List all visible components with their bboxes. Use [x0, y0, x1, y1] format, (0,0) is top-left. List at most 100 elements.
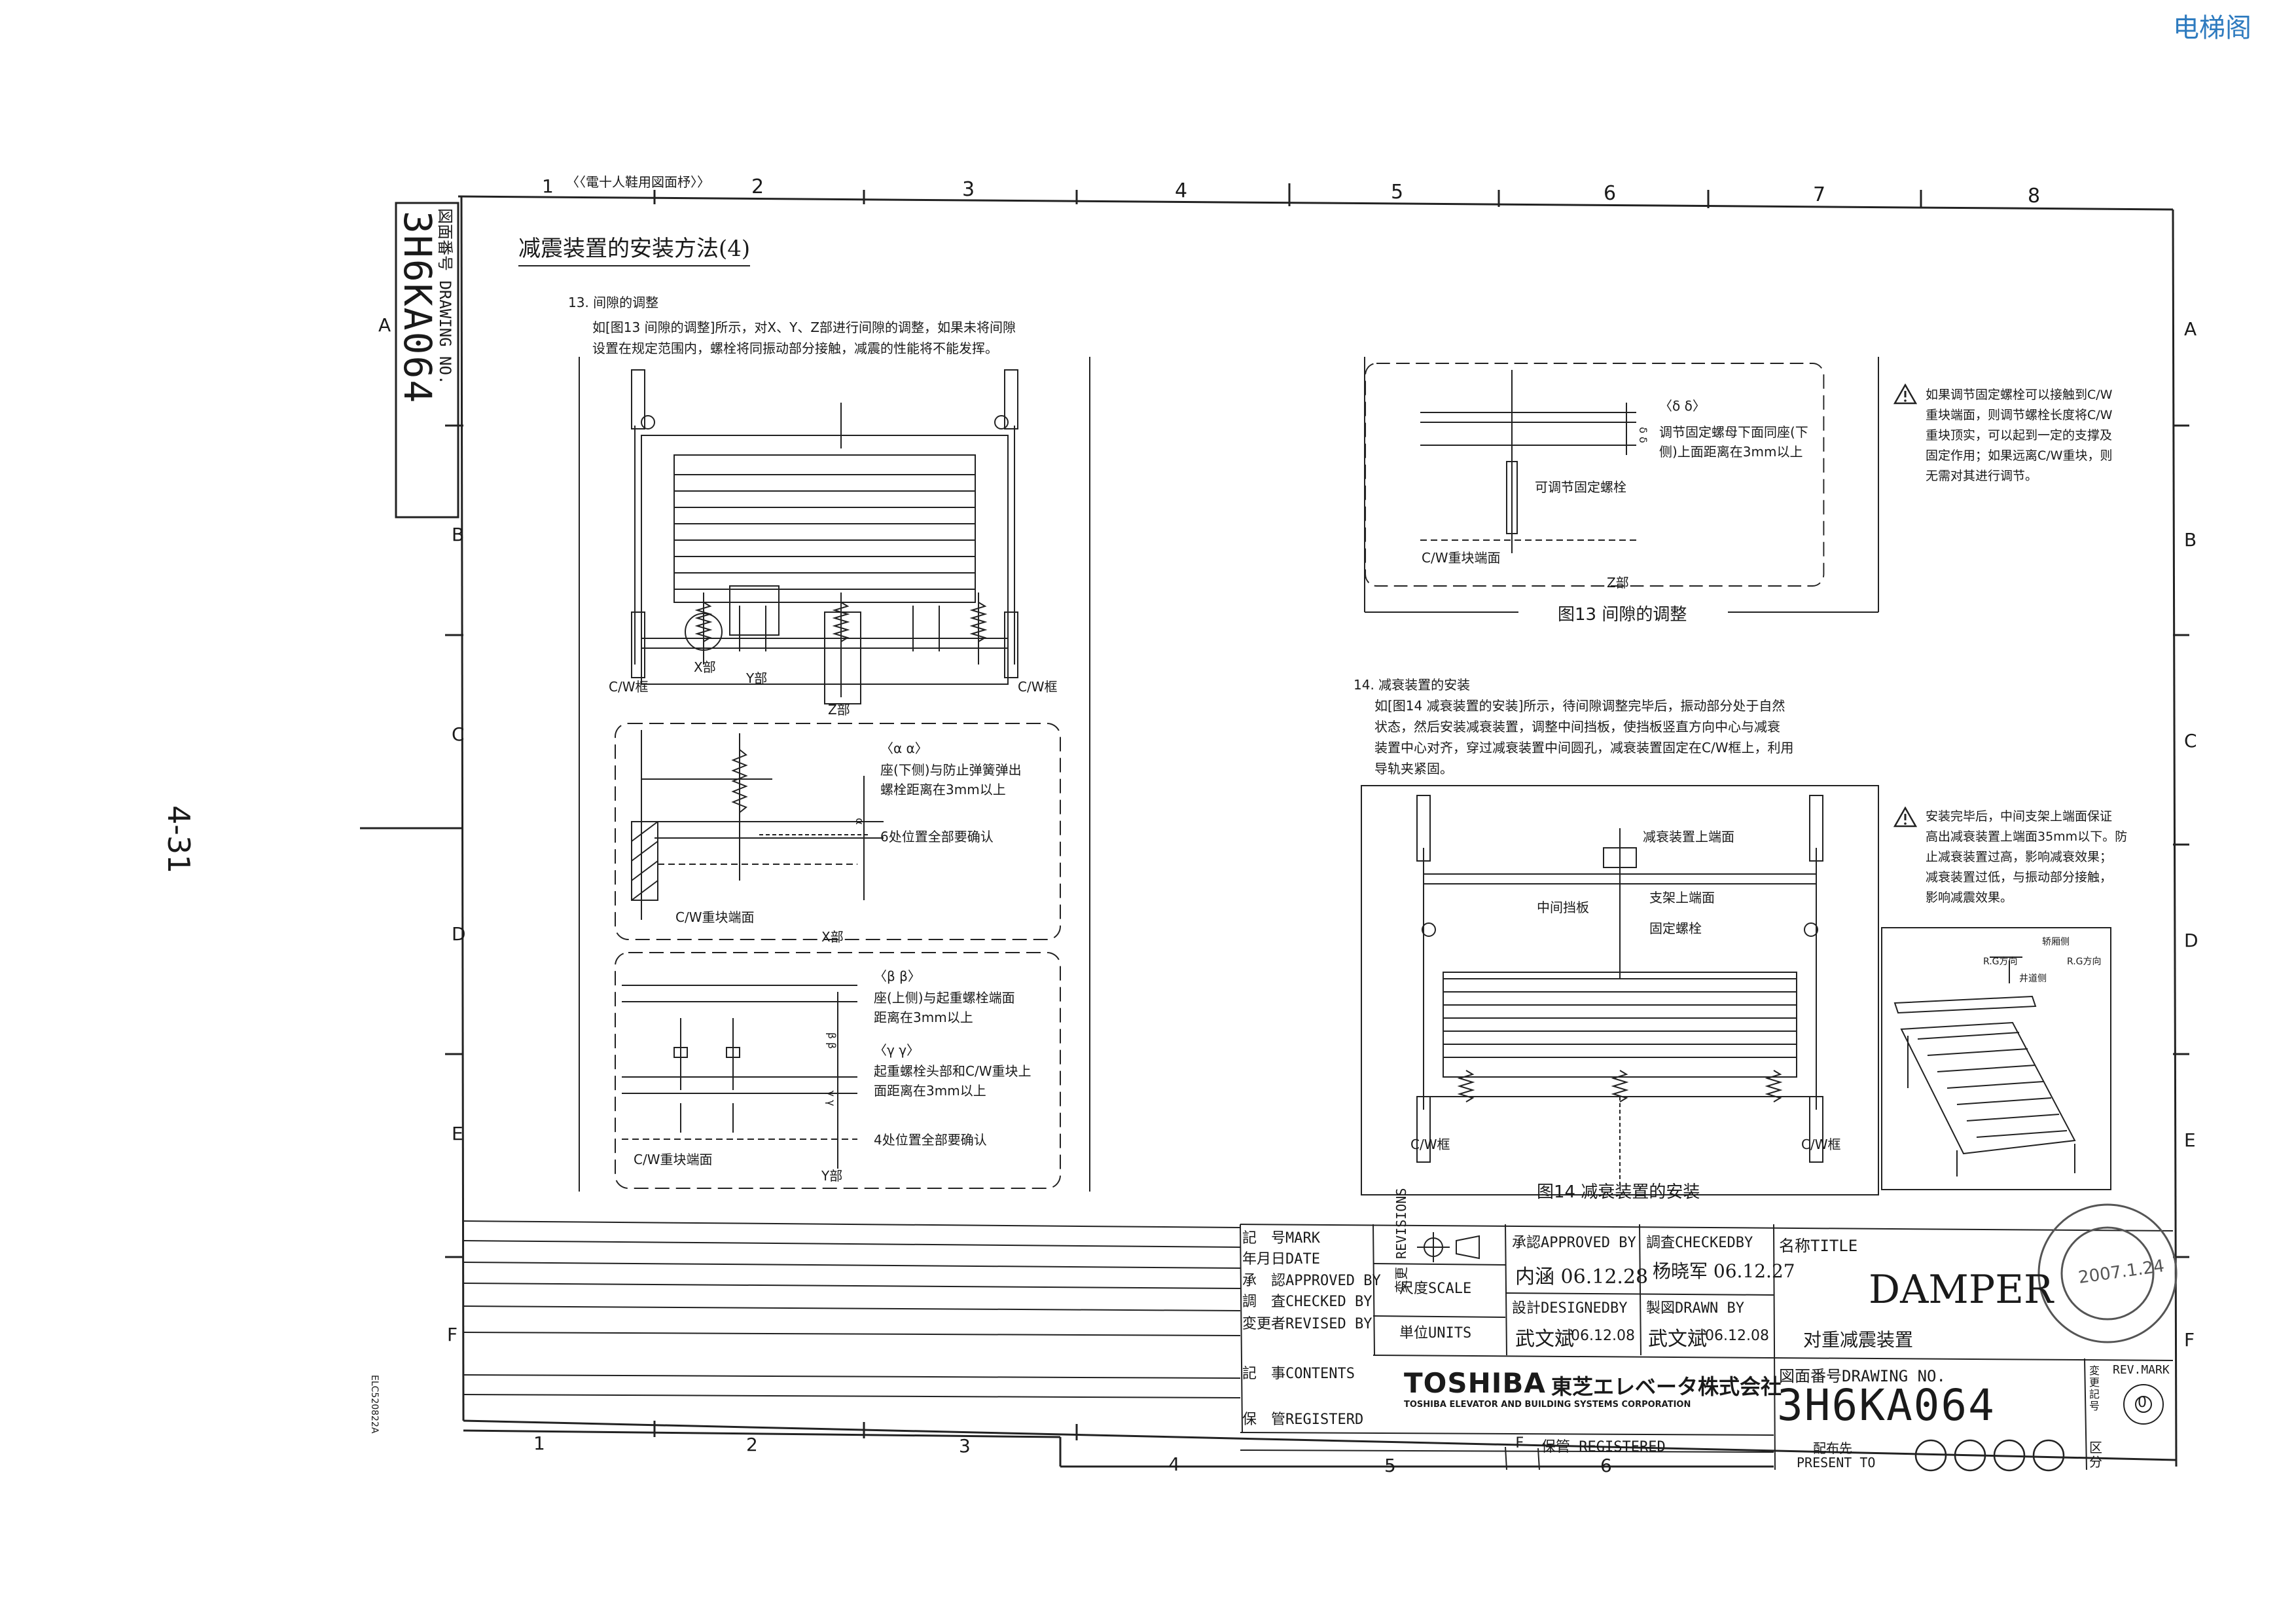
sec13-text-2: 设置在规定范围内，螺栓将同振动部分接触，减震的性能将不能发挥。 — [592, 340, 998, 356]
grid-col-2: 2 — [751, 175, 764, 198]
tb-approved2-label: 承認APPROVED BY — [1512, 1235, 1636, 1251]
tb-title-label: 名称TITLE — [1779, 1237, 1858, 1255]
grid-col-1: 1 — [542, 175, 554, 197]
sec14-text: 如[图14 减衰装置的安装]所示，待间隙调整完毕后，振动部分处于自然 状态，然后… — [1374, 695, 1793, 779]
detail-z-bolt: 可调节固定螺栓 — [1535, 479, 1626, 495]
tb-present-jp: 配布先 — [1813, 1440, 1852, 1456]
grid-row-d-right: D — [2184, 930, 2198, 951]
sec14-line: 导轨夹紧固。 — [1374, 761, 1453, 776]
figure14-caption: 图14 减衰装置的安装 — [1537, 1182, 1700, 1202]
tb-title-en: DAMPER — [1869, 1267, 2054, 1313]
grid-row-b-left: B — [452, 524, 465, 545]
detail-z-part: Z部 — [1607, 575, 1629, 591]
bottom-col-3: 3 — [959, 1435, 971, 1457]
sec13-heading: 13. 间隙的调整 — [568, 295, 659, 310]
company-logo: TOSHIBA — [1404, 1367, 1546, 1399]
grid-col-6: 6 — [1604, 182, 1617, 205]
tb-approved-label: 承 認APPROVED BY — [1242, 1273, 1381, 1289]
sec14-line: 状态，然后安装减衰装置，调整中间挡板，使挡板竖直方向中心与减衰 — [1374, 719, 1780, 735]
warning-icon — [1893, 807, 1917, 828]
warning1-line: 无需对其进行调节。 — [1926, 469, 2038, 483]
warning-icon — [1893, 384, 1917, 405]
grid-row-a-left: A — [378, 314, 391, 336]
iso-label-bottom: 井道侧 — [2019, 974, 2047, 984]
detail-x-line2: 螺栓距离在3mm以上 — [880, 782, 1006, 797]
detail-y-tag-gamma: 〈γ γ〉 — [874, 1042, 920, 1058]
warning1-line: 固定作用；如果远离C/W重块，则 — [1926, 448, 2113, 463]
label-z-part: Z部 — [828, 702, 850, 718]
detail-y-beta-line2: 距离在3mm以上 — [874, 1010, 973, 1025]
tb-checked-label: 調 査CHECKED BY — [1242, 1294, 1372, 1310]
tb-title-cn: 对重减震装置 — [1803, 1329, 1914, 1351]
fig14-label-top: 减衰装置上端面 — [1643, 829, 1734, 845]
tb-rev-label: REV.MARK — [2113, 1363, 2170, 1377]
tb-units-label: 単位UNITS — [1399, 1325, 1472, 1341]
iso-label-top: 轿厢侧 — [2042, 937, 2070, 947]
detail-y-end-label: C/W重块端面 — [634, 1152, 713, 1167]
grid-row-b-right: B — [2184, 529, 2197, 551]
tb-signature-drawn: 武文斌 — [1648, 1328, 1707, 1351]
grid-col-3: 3 — [962, 178, 975, 201]
detail-x-part: X部 — [821, 929, 844, 945]
detail-x-confirm: 6处位置全部要确认 — [880, 829, 994, 845]
detail-z-tag: 〈δ δ〉 — [1659, 398, 1706, 414]
label-cw-frame-left: C/W框 — [609, 679, 649, 695]
iso-drawing — [1881, 927, 2111, 1190]
warning2-line: 止减衰装置过高，影响减衰效果； — [1926, 850, 2113, 864]
tb-signature-designed: 武文斌 — [1515, 1328, 1574, 1351]
fig14-label-support: 支架上端面 — [1649, 890, 1715, 905]
tb-date-designed: 06.12.08 — [1571, 1328, 1635, 1344]
warning1-line: 如果调节固定螺栓可以接触到C/W — [1926, 388, 2113, 402]
sec13-text-1: 如[图13 间隙的调整]所示，对X、Y、Z部进行间隙的调整，如果未将间隙 — [592, 319, 1016, 335]
grid-col-5: 5 — [1391, 181, 1404, 204]
figure13-main-drawing — [579, 357, 1090, 1192]
grid-col-4: 4 — [1175, 179, 1188, 202]
bottom-col-4: 4 — [1168, 1453, 1180, 1475]
warning2-line: 高出减衰装置上端面35mm以下。防 — [1926, 830, 2128, 844]
warning2-line: 影响减震效果。 — [1926, 890, 2013, 905]
fig14-label-cw-left: C/W框 — [1410, 1137, 1450, 1152]
grid-row-a-right: A — [2184, 318, 2197, 340]
bottom-col-6: 6 — [1600, 1455, 1612, 1476]
iso-label-rg-left: R.G方向 — [1983, 957, 2018, 967]
grid-row-c-right: C — [2184, 730, 2197, 752]
warning1-line: 重块顶实，可以起到一定的支撑及 — [1926, 428, 2113, 443]
tb-revised-label: 変更者REVISED BY — [1242, 1316, 1372, 1332]
detail-y-gamma-line2: 面距离在3mm以上 — [874, 1083, 986, 1099]
grid-row-c-left: C — [452, 723, 465, 745]
tb-designed-label: 設計DESIGNEDBY — [1512, 1300, 1628, 1317]
label-cw-frame-right: C/W框 — [1018, 679, 1058, 695]
tb-f-label: F — [1515, 1435, 1524, 1451]
detail-z-line2: 侧)上面距离在3mm以上 — [1659, 444, 1803, 460]
figure13-z-detail — [1364, 357, 1879, 613]
figure13-caption: 图13 间隙的调整 — [1558, 605, 1687, 625]
warning2-line: 安装完毕后，中间支架上端面保证 — [1926, 809, 2113, 824]
detail-y-confirm: 4处位置全部要确认 — [874, 1132, 987, 1148]
warning1-text: 如果调节固定螺栓可以接触到C/W 重块端面，则调节螺栓长度将C/W 重块顶实，可… — [1926, 385, 2112, 486]
tb-registered-label: 保 管REGISTERD — [1242, 1412, 1364, 1428]
top-note: 〈〈電十人鞋用図面杼〉〉 — [566, 174, 710, 190]
figure14-drawing — [1361, 785, 1879, 1195]
detail-y-part: Y部 — [821, 1168, 843, 1184]
detail-x-tag: 〈α α〉 — [880, 740, 928, 756]
tb-drawing-label: 図面番号DRAWING NO. — [1779, 1367, 1946, 1385]
tb-present-to: PRESENT TO — [1797, 1455, 1876, 1470]
bottom-col-2: 2 — [746, 1434, 758, 1455]
sec14-line: 如[图14 减衰装置的安装]所示，待间隙调整完毕后，振动部分处于自然 — [1374, 698, 1785, 714]
detail-z-line1: 调节固定螺母下面同座(下 — [1659, 424, 1808, 440]
watermark-text: 电梯阁 — [2173, 13, 2251, 43]
grid-col-7: 7 — [1813, 183, 1826, 206]
fig14-label-middle-plate: 中间挡板 — [1537, 900, 1589, 915]
company-name-en: TOSHIBA ELEVATOR AND BUILDING SYSTEMS CO… — [1404, 1400, 1691, 1410]
tb-date-label: 年月日DATE — [1242, 1251, 1320, 1267]
detail-y-beta-line1: 座(上侧)与起重螺栓端面 — [874, 990, 1015, 1006]
grid-row-e-left: E — [452, 1123, 463, 1144]
warning2-text: 安装完毕后，中间支架上端面保证 高出减衰装置上端面35mm以下。防 止减衰装置过… — [1926, 807, 2127, 908]
detail-y-gamma-line1: 起重螺栓头部和C/W重块上 — [874, 1063, 1031, 1079]
tb-checked2-label: 調査CHECKEDBY — [1646, 1235, 1753, 1251]
grid-row-f-left: F — [447, 1324, 458, 1345]
section-title: 减震装置的安装方法(4) — [518, 230, 751, 266]
grid-col-8: 8 — [2028, 185, 2041, 208]
